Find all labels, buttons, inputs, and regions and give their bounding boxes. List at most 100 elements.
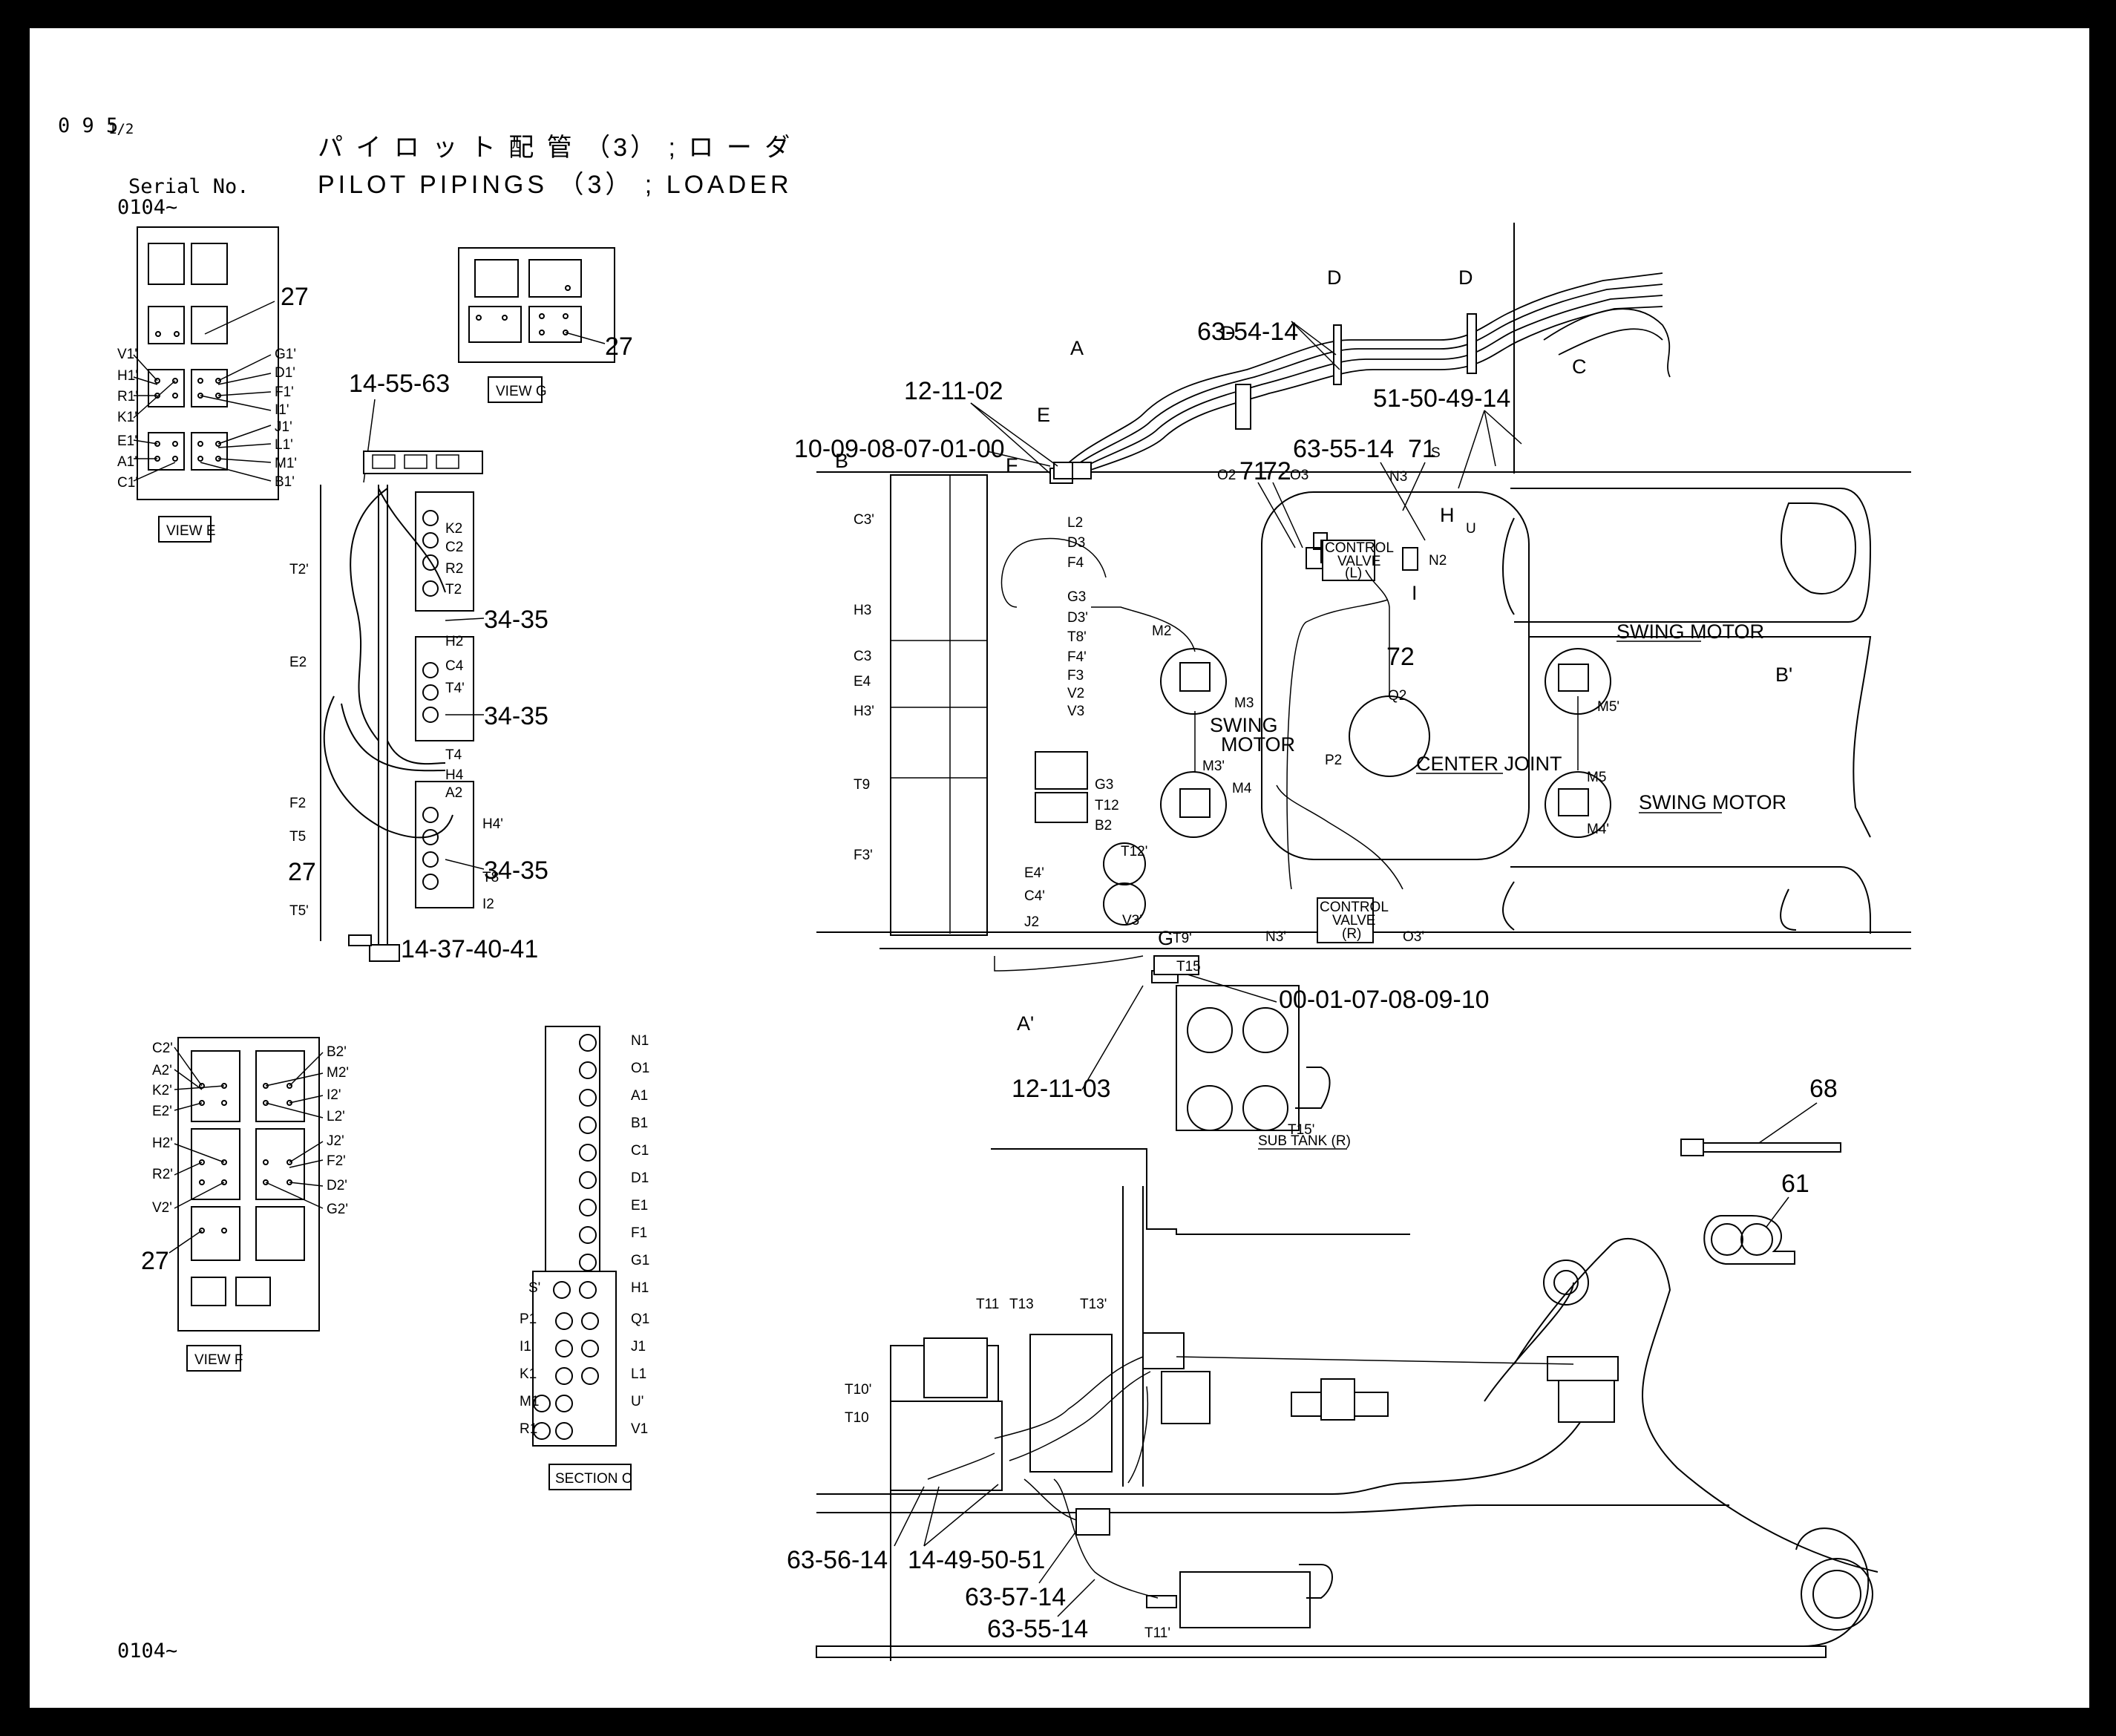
port-label: T9' bbox=[1173, 931, 1192, 946]
callout-72: 72 bbox=[1263, 457, 1291, 485]
port-label: F4' bbox=[1067, 649, 1087, 665]
port-label: V1' bbox=[117, 347, 137, 362]
title-english: PILOT PIPINGS （3） ; LOADER bbox=[318, 171, 793, 199]
port-label: H4' bbox=[482, 816, 503, 832]
view-g-panel: 27 VIEW G bbox=[458, 247, 633, 403]
section-c-panel: N1 O1 A1 B1 C1 D1 E1 F1 G1 H1 Q1 J1 L1 U… bbox=[520, 1026, 649, 1490]
port-label: J2' bbox=[327, 1133, 344, 1149]
port-label: T11' bbox=[1144, 1625, 1170, 1641]
page-code: 0 9 5 bbox=[58, 114, 118, 137]
section-mark-d: D bbox=[1221, 322, 1236, 344]
port-label: B2 bbox=[1095, 818, 1112, 833]
port-label: E2' bbox=[152, 1104, 172, 1119]
port-label: T2 bbox=[445, 582, 462, 597]
port-label: T8 bbox=[482, 870, 499, 885]
callout-34-35: 34-35 bbox=[484, 702, 548, 730]
port-label: M2 bbox=[1152, 623, 1171, 639]
control-valve-l-text: CONTROL bbox=[1325, 540, 1394, 556]
port-label: P1 bbox=[520, 1311, 537, 1327]
port-label: G1 bbox=[631, 1253, 649, 1268]
port-label: M2' bbox=[327, 1065, 349, 1081]
sub-tank-label: SUB TANK (R) bbox=[1258, 1133, 1351, 1149]
view-e-panel: V1' H1' R1' K1' E1' A1' C1' G1' D1' F1' … bbox=[117, 226, 309, 543]
pilot-valve-stack: 14-55-63 K2 C2 R2 T2 H2 C4 T4' T4 bbox=[288, 370, 548, 963]
callout-14-49-50-51: 14-49-50-51 bbox=[908, 1546, 1045, 1574]
swing-motor-label: SWING MOTOR bbox=[1639, 791, 1786, 813]
port-label: C2 bbox=[445, 540, 463, 555]
port-label: J2 bbox=[1024, 914, 1039, 930]
callout-61: 61 bbox=[1781, 1170, 1809, 1198]
port-label: P2 bbox=[1325, 753, 1342, 768]
section-c-label: SECTION C bbox=[555, 1471, 632, 1487]
port-label: C4' bbox=[1024, 888, 1045, 904]
port-label: F1 bbox=[631, 1225, 647, 1241]
port-label: G2' bbox=[327, 1202, 348, 1217]
port-label: I2 bbox=[482, 897, 494, 912]
port-label: G3 bbox=[1067, 589, 1086, 605]
callout-27: 27 bbox=[288, 858, 316, 886]
port-label: S' bbox=[528, 1280, 540, 1296]
port-label: Q2 bbox=[1388, 688, 1406, 704]
section-marks: A B B' A' C D D D E F G H I bbox=[835, 266, 1792, 1035]
control-valve-r-text: CONTROL bbox=[1320, 900, 1389, 915]
callout-10-09-08-07-01-00: 10-09-08-07-01-00 bbox=[794, 435, 1005, 463]
port-label: K2' bbox=[152, 1083, 172, 1098]
port-label: B1' bbox=[275, 474, 295, 490]
port-label: T10' bbox=[845, 1382, 871, 1398]
callout-34-35: 34-35 bbox=[484, 856, 548, 885]
port-label: M3' bbox=[1202, 759, 1225, 774]
view-e-label: VIEW E bbox=[166, 523, 216, 539]
view-g-label: VIEW G bbox=[496, 384, 547, 399]
callout-14-37-40-41: 14-37-40-41 bbox=[401, 935, 538, 963]
port-label: V3' bbox=[1122, 913, 1142, 928]
port-label: K2 bbox=[445, 521, 462, 537]
port-label: D3' bbox=[1067, 610, 1088, 626]
port-label: A1' bbox=[117, 454, 137, 470]
footer-serial: 0104~ bbox=[117, 1640, 177, 1663]
port-label: B1 bbox=[631, 1116, 648, 1131]
port-label: T12' bbox=[1121, 844, 1147, 859]
callout-71: 71 bbox=[1408, 435, 1436, 463]
port-label: M1' bbox=[275, 456, 297, 471]
port-label: H2 bbox=[445, 634, 463, 649]
port-label: A1 bbox=[631, 1088, 648, 1104]
port-label: D1' bbox=[275, 365, 295, 381]
port-label: C2' bbox=[152, 1041, 173, 1056]
port-label: M4' bbox=[1587, 822, 1609, 837]
section-mark-f: F bbox=[1006, 454, 1018, 476]
swing-motor-label: SWING MOTOR bbox=[1617, 620, 1764, 643]
port-label: V1 bbox=[631, 1421, 648, 1437]
port-label: T13' bbox=[1080, 1297, 1107, 1312]
port-label: T9 bbox=[854, 777, 870, 793]
port-label: J1' bbox=[275, 419, 292, 435]
callout-63-55-14: 63-55-14 bbox=[1293, 435, 1394, 463]
section-mark-a: A bbox=[1070, 337, 1084, 359]
section-mark-c: C bbox=[1572, 356, 1587, 378]
port-label: T4' bbox=[445, 681, 465, 696]
port-label: M5' bbox=[1597, 699, 1619, 715]
section-mark-b: B bbox=[835, 450, 848, 472]
port-label: H3' bbox=[854, 704, 874, 719]
port-label: I1 bbox=[520, 1339, 531, 1355]
port-label: R1 bbox=[520, 1421, 537, 1437]
callout-12-11-03: 12-11-03 bbox=[1012, 1075, 1111, 1103]
port-label: L1 bbox=[631, 1366, 646, 1382]
page-fraction: 1/2 bbox=[108, 121, 134, 137]
port-label: D2' bbox=[327, 1178, 347, 1193]
port-label: E2 bbox=[289, 655, 307, 670]
port-label: G1' bbox=[275, 347, 296, 362]
port-label: T15' bbox=[1288, 1122, 1314, 1138]
port-label: E1 bbox=[631, 1198, 648, 1213]
port-label: I1' bbox=[275, 402, 289, 418]
port-label: T5 bbox=[289, 829, 306, 845]
port-label: T15 bbox=[1176, 959, 1201, 975]
port-label: D1 bbox=[631, 1170, 649, 1186]
callout-27: 27 bbox=[141, 1247, 169, 1275]
port-label: A2 bbox=[445, 785, 462, 801]
port-label: O3 bbox=[1290, 468, 1308, 483]
port-label: S bbox=[1431, 445, 1441, 461]
control-valve-r-text: (R) bbox=[1342, 926, 1361, 942]
callout-51-50-49-14: 51-50-49-14 bbox=[1373, 384, 1510, 413]
port-label: L2 bbox=[1067, 515, 1083, 531]
port-label: H1 bbox=[631, 1280, 649, 1296]
